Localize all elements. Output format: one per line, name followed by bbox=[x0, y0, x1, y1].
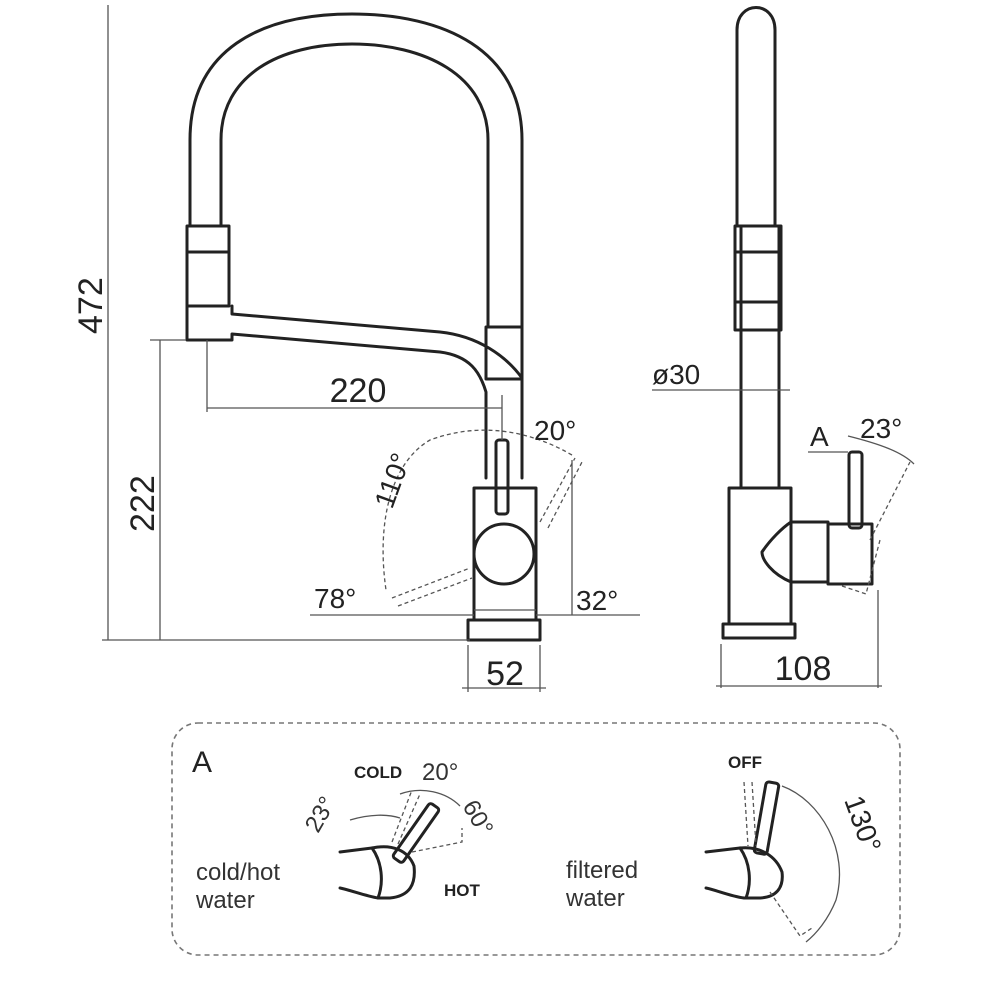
angle-mixer-cold: 20° bbox=[422, 759, 458, 786]
detail-frame bbox=[171, 722, 901, 956]
front-view: 472 222 220 52 110° 20° 78° 32° bbox=[72, 5, 640, 693]
mixer-knob bbox=[472, 522, 536, 586]
spray-head-sleeve bbox=[185, 224, 231, 308]
caption-cold-hot-2: water bbox=[195, 887, 255, 914]
label-cold: COLD bbox=[354, 763, 402, 782]
dim-spout-height: 222 bbox=[124, 475, 162, 532]
angle-swivel: 110° bbox=[369, 449, 417, 512]
mixer-lever bbox=[494, 438, 510, 516]
mixer-sketch bbox=[338, 789, 463, 900]
label-hot: HOT bbox=[444, 881, 481, 900]
detail-title: A bbox=[192, 746, 212, 779]
side-pipe bbox=[735, 6, 781, 490]
side-body bbox=[727, 486, 793, 626]
faucet-base bbox=[466, 618, 542, 642]
side-lever-cap bbox=[826, 522, 874, 586]
dim-depth: 108 bbox=[775, 650, 832, 688]
side-lever bbox=[847, 450, 864, 530]
spout-joint bbox=[484, 325, 524, 381]
gooseneck-inner bbox=[219, 42, 490, 329]
angle-handle-up: 20° bbox=[534, 415, 576, 446]
side-cartridge bbox=[760, 520, 830, 584]
dim-diameter: ø30 bbox=[652, 359, 700, 390]
side-view: ø30 A 23° 108 bbox=[652, 6, 915, 688]
gooseneck-outer bbox=[188, 12, 524, 329]
filter-lever-detail bbox=[752, 780, 781, 856]
mixer-lever-detail bbox=[391, 802, 441, 864]
detail-letter-a: A bbox=[810, 421, 829, 452]
caption-cold-hot-1: cold/hot bbox=[196, 859, 280, 886]
angle-handle-down: 78° bbox=[314, 583, 356, 614]
angle-handle-side: 32° bbox=[576, 585, 618, 616]
side-sleeve bbox=[733, 224, 783, 332]
detail-a: A COLD HOT 20° 60° 23° cold/hot water OF… bbox=[171, 722, 901, 956]
swivel-arc bbox=[382, 429, 573, 591]
dim-reach: 220 bbox=[330, 372, 387, 410]
angle-filter: 130° bbox=[838, 791, 887, 856]
angle-mixer-tilt: 23° bbox=[300, 792, 342, 837]
dim-base-width: 52 bbox=[486, 655, 524, 693]
caption-filtered-2: water bbox=[565, 885, 625, 912]
caption-filtered-1: filtered bbox=[566, 857, 638, 884]
angle-mixer-hot: 60° bbox=[457, 796, 499, 841]
filter-sketch bbox=[704, 780, 841, 943]
angle-side-lever: 23° bbox=[860, 413, 902, 444]
side-base bbox=[721, 622, 797, 640]
label-off: OFF bbox=[728, 753, 762, 772]
dim-total-height: 472 bbox=[72, 277, 110, 334]
faucet-body bbox=[472, 486, 538, 622]
